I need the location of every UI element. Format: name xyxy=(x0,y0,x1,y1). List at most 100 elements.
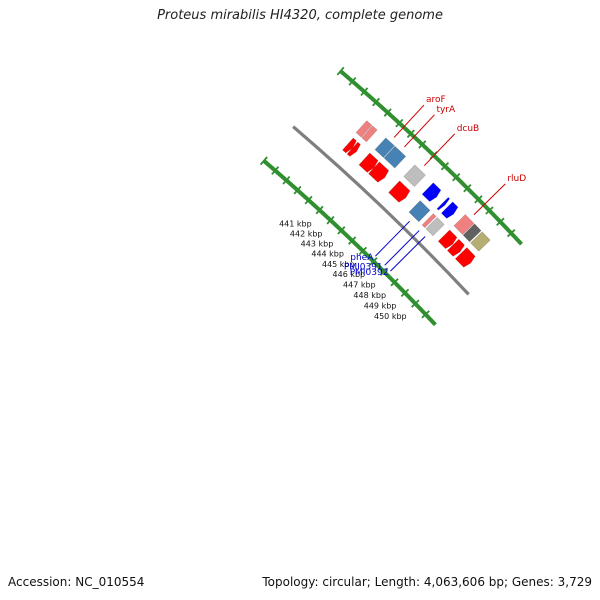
inner-tick xyxy=(333,223,338,228)
outer-tick xyxy=(477,198,482,203)
outer-tick xyxy=(375,101,380,106)
outer-tick xyxy=(500,222,505,227)
outer-tick xyxy=(379,105,384,110)
outer-tick xyxy=(451,172,457,178)
outer-tick xyxy=(398,122,403,127)
inner-tick xyxy=(343,232,348,237)
outer-tick xyxy=(448,169,453,174)
outer-tick xyxy=(418,140,427,149)
outer-tick xyxy=(467,188,472,193)
outer-tick xyxy=(497,218,502,223)
outer-tick xyxy=(428,149,433,155)
inner-tick xyxy=(352,240,357,245)
gene-features xyxy=(341,120,491,268)
inner-tick xyxy=(321,212,326,217)
gene-feature xyxy=(403,164,427,188)
inner-tick xyxy=(411,299,420,308)
outer-tick xyxy=(439,160,444,165)
outer-tick xyxy=(473,193,478,199)
inner-tick xyxy=(366,254,371,259)
inner-tick xyxy=(307,199,312,204)
gene-feature xyxy=(421,213,437,229)
inner-tick xyxy=(408,296,413,301)
outer-tick xyxy=(392,116,397,121)
inner-tick xyxy=(326,215,335,225)
outer-tick xyxy=(366,93,371,98)
outer-tick xyxy=(435,156,440,161)
inner-tick xyxy=(315,205,324,215)
outer-tick xyxy=(400,124,405,129)
outer-tick xyxy=(415,138,420,143)
outer-tick xyxy=(457,178,462,183)
backbone-line xyxy=(292,125,470,296)
inner-tick xyxy=(431,320,436,326)
outer-tick xyxy=(513,235,518,240)
gene-feature xyxy=(421,182,442,203)
outer-tick xyxy=(358,86,363,91)
inner-tick xyxy=(324,214,329,219)
inner-tick xyxy=(403,291,409,297)
outer-tick xyxy=(377,103,382,108)
outer-tick xyxy=(383,108,388,113)
outer-tick xyxy=(371,97,376,103)
inner-tick xyxy=(286,180,291,185)
inner-tick xyxy=(344,233,349,238)
outer-tick xyxy=(354,82,358,87)
gene-label-line xyxy=(375,220,411,257)
outer-tick xyxy=(359,87,364,92)
outer-tick xyxy=(396,119,401,125)
inner-tick xyxy=(279,174,284,179)
inner-tick xyxy=(330,220,335,225)
outer-tick xyxy=(429,151,434,156)
inner-tick xyxy=(294,187,299,192)
inner-tick xyxy=(421,310,426,315)
outer-dotted-ring xyxy=(336,66,523,246)
outer-tick xyxy=(517,240,522,245)
inner-tick xyxy=(400,288,410,298)
outer-tick xyxy=(388,112,393,117)
inner-tick xyxy=(320,211,325,216)
outer-tick xyxy=(422,144,427,149)
inner-tick xyxy=(287,181,292,186)
inner-tick xyxy=(407,295,412,300)
inner-tick xyxy=(318,209,323,214)
outer-tick xyxy=(463,183,468,189)
inner-tick xyxy=(375,263,380,268)
inner-tick xyxy=(301,193,306,198)
inner-tick xyxy=(349,237,354,242)
inner-tick xyxy=(259,156,268,166)
inner-tick xyxy=(332,222,337,227)
inner-tick xyxy=(281,175,286,180)
inner-tick xyxy=(276,171,281,176)
inner-tick xyxy=(282,176,287,181)
inner-tick xyxy=(419,308,424,313)
inner-tick xyxy=(410,298,415,303)
accession-text: Accession: NC_010554 xyxy=(8,575,145,589)
scale-label: 441 kbp xyxy=(279,219,312,228)
gene-label: dcuB xyxy=(457,124,480,134)
outer-tick xyxy=(440,161,445,167)
inner-tick xyxy=(425,314,430,319)
gene-feature xyxy=(388,180,411,203)
outer-tick xyxy=(406,129,415,139)
inner-tick xyxy=(397,285,402,290)
outer-tick xyxy=(508,229,513,235)
outer-tick xyxy=(488,209,493,214)
gene-label-line xyxy=(390,236,426,272)
inner-tick xyxy=(316,207,321,212)
inner-tick xyxy=(342,231,347,236)
outer-tick xyxy=(340,71,345,76)
outer-tick xyxy=(407,130,412,135)
outer-tick xyxy=(469,190,474,195)
scale-label: 447 kbp xyxy=(343,281,376,290)
outer-tick xyxy=(355,83,360,88)
inner-tick xyxy=(379,267,389,276)
outer-tick xyxy=(395,118,404,128)
outer-tick xyxy=(399,123,404,128)
outer-tick xyxy=(485,206,490,211)
outer-tick xyxy=(381,106,386,111)
inner-tick xyxy=(393,281,398,286)
inner-tick xyxy=(365,252,370,258)
scale-label: 446 kbp xyxy=(333,270,366,279)
outer-tick xyxy=(437,158,442,163)
